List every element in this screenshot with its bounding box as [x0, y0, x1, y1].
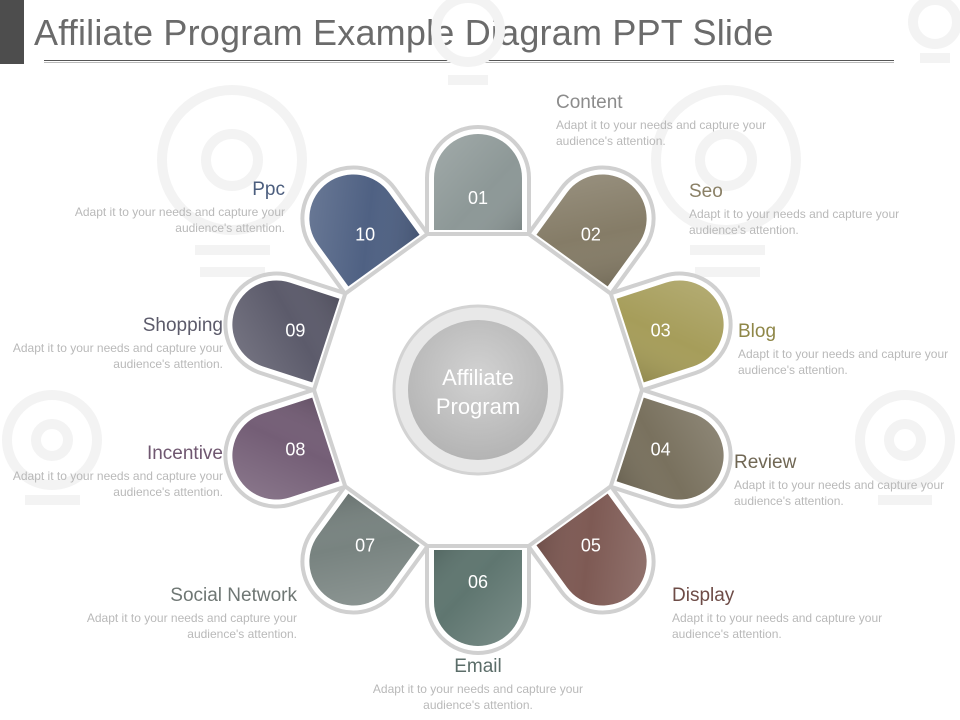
segment-description: Adapt it to your needs and capture your … [74, 205, 285, 235]
petal-number: 05 [581, 535, 601, 555]
petal-shine [536, 493, 647, 606]
segment-label-email: Email Adapt it to your needs and capture… [368, 656, 588, 713]
bulb-watermark-icon [651, 85, 801, 277]
petal-number: 09 [285, 321, 305, 341]
petal-shine [309, 493, 420, 606]
segment-title: Email [454, 656, 502, 677]
petal-01: 01 [425, 125, 531, 236]
background-bulb-watermarks [2, 0, 960, 505]
petal-02: 02 [525, 165, 656, 297]
center-label-line2: Program [436, 394, 520, 419]
segment-label-social-network: Social Network Adapt it to your needs an… [82, 585, 297, 642]
petal-number: 03 [651, 321, 671, 341]
petal-04: 04 [608, 387, 733, 509]
segment-title: Blog [738, 321, 777, 342]
petal-07: 07 [300, 483, 431, 615]
petal-shine [309, 174, 420, 287]
segment-label-seo: Seo Adapt it to your needs and capture y… [689, 181, 904, 238]
petal-10: 10 [300, 165, 431, 297]
petal-09: 09 [223, 271, 348, 393]
petal-06: 06 [425, 544, 531, 655]
petal-shine [536, 174, 647, 287]
segment-label-ppc: Ppc Adapt it to your needs and capture y… [70, 179, 285, 236]
bulb-watermark-icon [855, 390, 955, 505]
segment-description: Adapt it to your needs and capture your … [734, 478, 945, 508]
segment-label-content: Content Adapt it to your needs and captu… [556, 92, 776, 149]
segment-label-review: Review Adapt it to your needs and captur… [734, 452, 949, 509]
center-hub: Affiliate Program [392, 304, 564, 476]
segment-description: Adapt it to your needs and capture your … [12, 469, 223, 499]
petal-number: 07 [355, 535, 375, 555]
segment-title: Incentive [146, 443, 223, 464]
segment-description: Adapt it to your needs and capture your … [372, 682, 584, 712]
segment-label-shopping: Shopping Adapt it to your needs and capt… [8, 315, 223, 372]
segment-label-blog: Blog Adapt it to your needs and capture … [738, 321, 953, 378]
petal-shine [616, 397, 724, 500]
segment-description: Adapt it to your needs and capture your … [86, 611, 297, 641]
petal-03: 03 [608, 271, 733, 393]
segment-title: Content [556, 92, 623, 113]
bulb-watermark-icon [157, 85, 307, 277]
segment-description: Adapt it to your needs and capture your … [738, 347, 949, 377]
petal-shine [434, 550, 522, 646]
petal-05: 05 [525, 483, 656, 615]
segment-description: Adapt it to your needs and capture your … [689, 207, 900, 237]
petal-number: 06 [468, 572, 488, 592]
segment-title: Seo [689, 181, 723, 202]
title-accent-bar [0, 0, 24, 64]
segment-description: Adapt it to your needs and capture your … [12, 341, 223, 371]
segment-label-incentive: Incentive Adapt it to your needs and cap… [8, 443, 223, 500]
segment-title: Ppc [252, 179, 285, 200]
segment-title: Shopping [142, 315, 223, 336]
petal-shine [616, 280, 724, 383]
petal-ring: 01 02 03 04 05 06 07 08 09 10 [223, 125, 733, 655]
segment-label-display: Display Adapt it to your needs and captu… [672, 585, 887, 642]
segment-title: Social Network [170, 585, 297, 606]
petal-shine [434, 134, 522, 230]
petal-number: 08 [285, 439, 305, 459]
bulb-watermark-icon [2, 390, 102, 505]
segment-title: Display [672, 585, 735, 606]
slide-title: Affiliate Program Example Diagram PPT Sl… [34, 12, 774, 53]
segment-description: Adapt it to your needs and capture your … [672, 611, 883, 641]
bulb-watermark-icon [908, 0, 960, 63]
petal-number: 02 [581, 225, 601, 245]
petal-shine [232, 397, 340, 500]
bulb-watermark-icon [431, 0, 505, 85]
petal-08: 08 [223, 387, 348, 509]
center-label-line1: Affiliate [442, 365, 514, 390]
petal-number: 01 [468, 188, 488, 208]
petal-shine [232, 280, 340, 383]
segment-title: Review [734, 452, 797, 473]
petal-number: 10 [355, 225, 375, 245]
segment-description: Adapt it to your needs and capture your … [556, 118, 767, 148]
petal-number: 04 [651, 439, 671, 459]
